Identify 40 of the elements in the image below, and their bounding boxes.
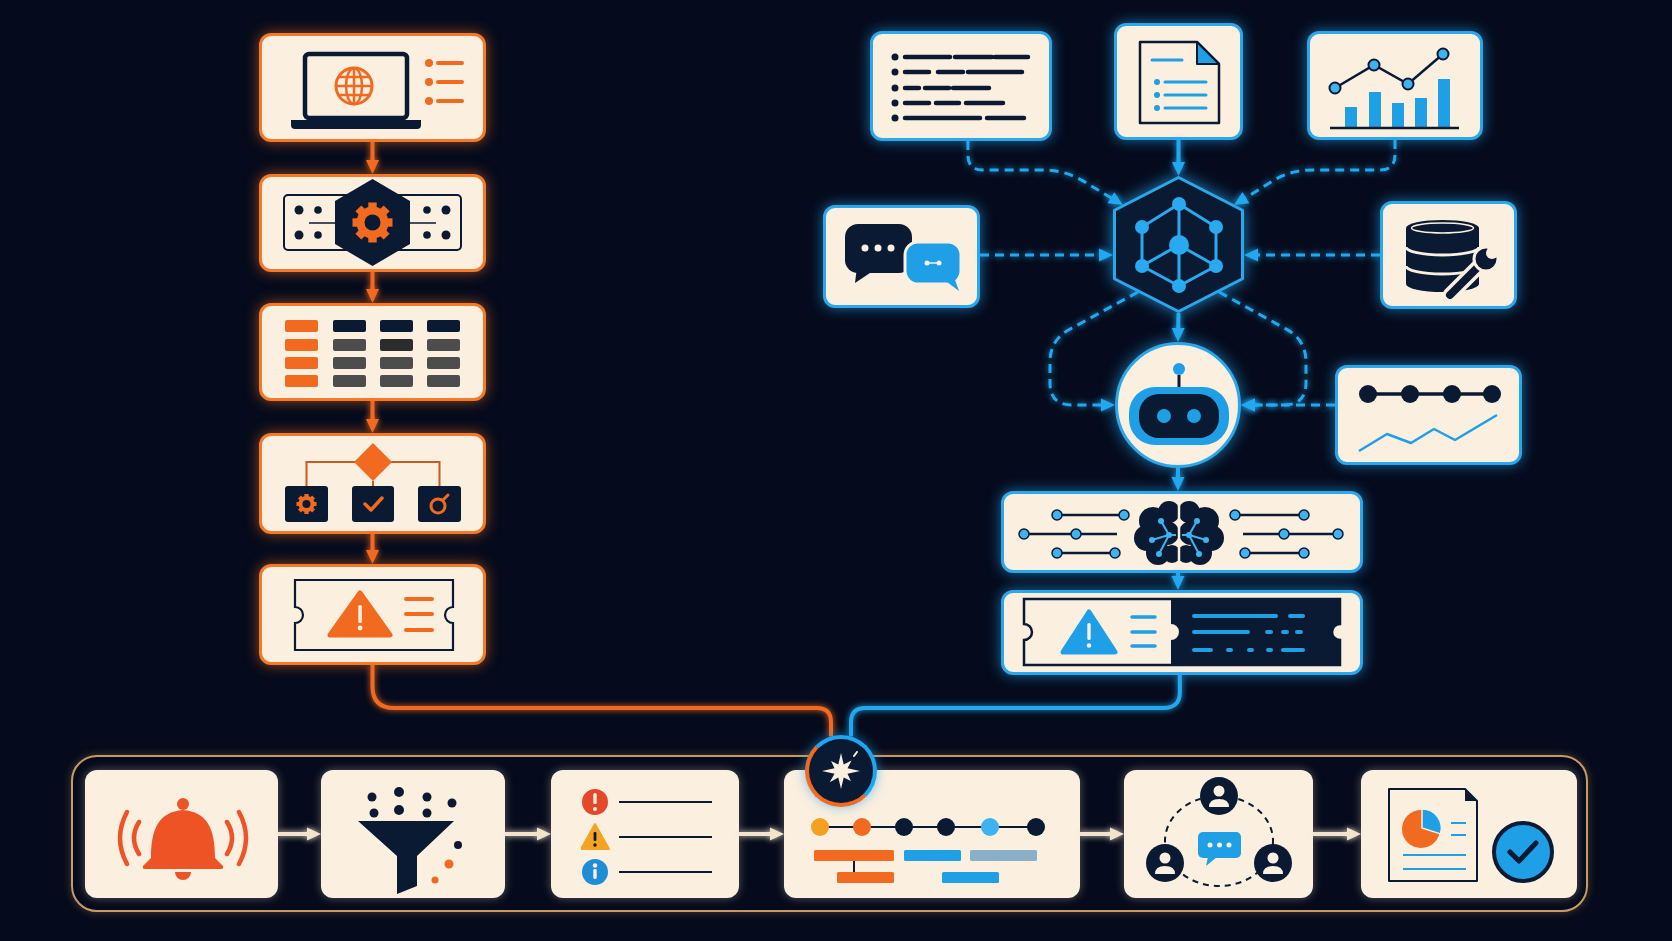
process-card bbox=[1001, 590, 1363, 675]
arrow bbox=[366, 272, 379, 303]
arrow bbox=[1171, 468, 1185, 491]
process-card bbox=[551, 770, 739, 898]
process-card bbox=[1335, 365, 1522, 465]
dashed-arrow bbox=[980, 248, 1113, 262]
arrow bbox=[366, 142, 379, 174]
arrow bbox=[1171, 573, 1185, 590]
process-card bbox=[85, 770, 278, 898]
arrow bbox=[278, 827, 321, 841]
dashed-arrow bbox=[1241, 398, 1335, 412]
arrow bbox=[1172, 140, 1185, 176]
arrow bbox=[505, 827, 551, 841]
process-card bbox=[259, 564, 486, 665]
hexagon-node bbox=[1113, 176, 1244, 313]
process-card bbox=[321, 770, 505, 898]
process-card bbox=[259, 303, 486, 401]
process-card bbox=[259, 33, 486, 142]
process-card bbox=[1001, 491, 1363, 573]
dashed-arrow bbox=[966, 141, 1123, 206]
arrow bbox=[1171, 312, 1185, 342]
process-card bbox=[1380, 201, 1517, 309]
process-card bbox=[259, 433, 486, 534]
process-card bbox=[1114, 23, 1243, 140]
dashed-arrow bbox=[1244, 248, 1380, 262]
arrow bbox=[1313, 827, 1361, 841]
dashed-arrow bbox=[1234, 140, 1397, 206]
process-card bbox=[870, 31, 1052, 141]
dashed-arrow bbox=[1048, 290, 1139, 412]
process-card bbox=[823, 205, 980, 308]
arrow bbox=[366, 534, 379, 564]
container-band bbox=[71, 755, 1588, 912]
arrow bbox=[1080, 827, 1124, 841]
process-card bbox=[1361, 770, 1577, 898]
process-card bbox=[784, 770, 1080, 898]
process-card bbox=[259, 174, 486, 272]
process-card bbox=[1307, 31, 1483, 140]
process-card bbox=[1124, 770, 1313, 898]
arrow bbox=[739, 827, 784, 841]
arrow bbox=[366, 401, 379, 433]
